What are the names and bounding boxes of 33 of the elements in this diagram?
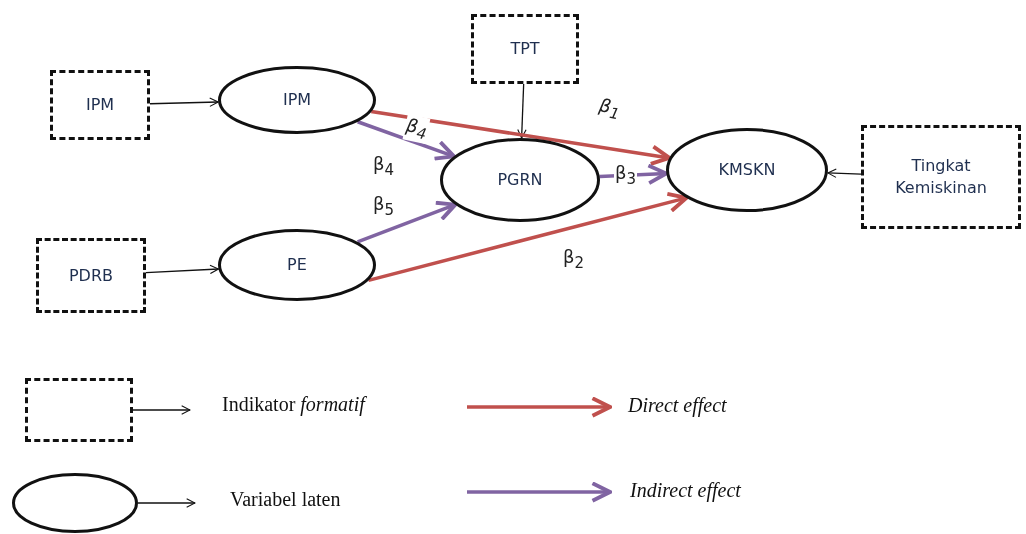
node-label: TPT bbox=[509, 38, 541, 61]
latent-variable-ellipse bbox=[12, 473, 138, 533]
legend-label: Indirect effect bbox=[630, 479, 741, 502]
arrow bbox=[145, 264, 220, 275]
arrow bbox=[368, 191, 689, 283]
node-label: IPM bbox=[281, 89, 313, 112]
indicator-box bbox=[36, 238, 146, 313]
legend-label: Variabel laten bbox=[230, 488, 341, 511]
latent-variable-ellipse bbox=[218, 66, 376, 134]
node-label: PDRB bbox=[67, 264, 115, 287]
arrow bbox=[149, 97, 219, 107]
legend-label: Direct effect bbox=[628, 394, 727, 417]
arrow bbox=[371, 109, 672, 166]
arrow bbox=[137, 498, 196, 508]
arrow bbox=[827, 168, 862, 178]
node-label: PE bbox=[286, 254, 308, 277]
node-label: PGRN bbox=[496, 169, 544, 192]
arrow bbox=[132, 405, 191, 415]
node-label: KMSKN bbox=[717, 159, 777, 182]
indicator-box bbox=[861, 125, 1021, 229]
node-label: IPM bbox=[84, 94, 116, 117]
indicator-box bbox=[50, 70, 150, 140]
legend-label: Indikator formatif bbox=[222, 393, 365, 416]
arrow bbox=[517, 83, 527, 139]
edge-label: β$_{4}$ bbox=[402, 113, 431, 144]
latent-variable-ellipse bbox=[666, 128, 828, 212]
latent-variable-ellipse bbox=[440, 138, 600, 222]
arrow bbox=[356, 200, 458, 244]
indicator-box bbox=[471, 14, 579, 84]
arrow bbox=[357, 120, 456, 161]
node-label: Tingkat Kemiskinan bbox=[894, 155, 988, 199]
indicator-box bbox=[25, 378, 133, 442]
latent-variable-ellipse bbox=[218, 229, 376, 301]
